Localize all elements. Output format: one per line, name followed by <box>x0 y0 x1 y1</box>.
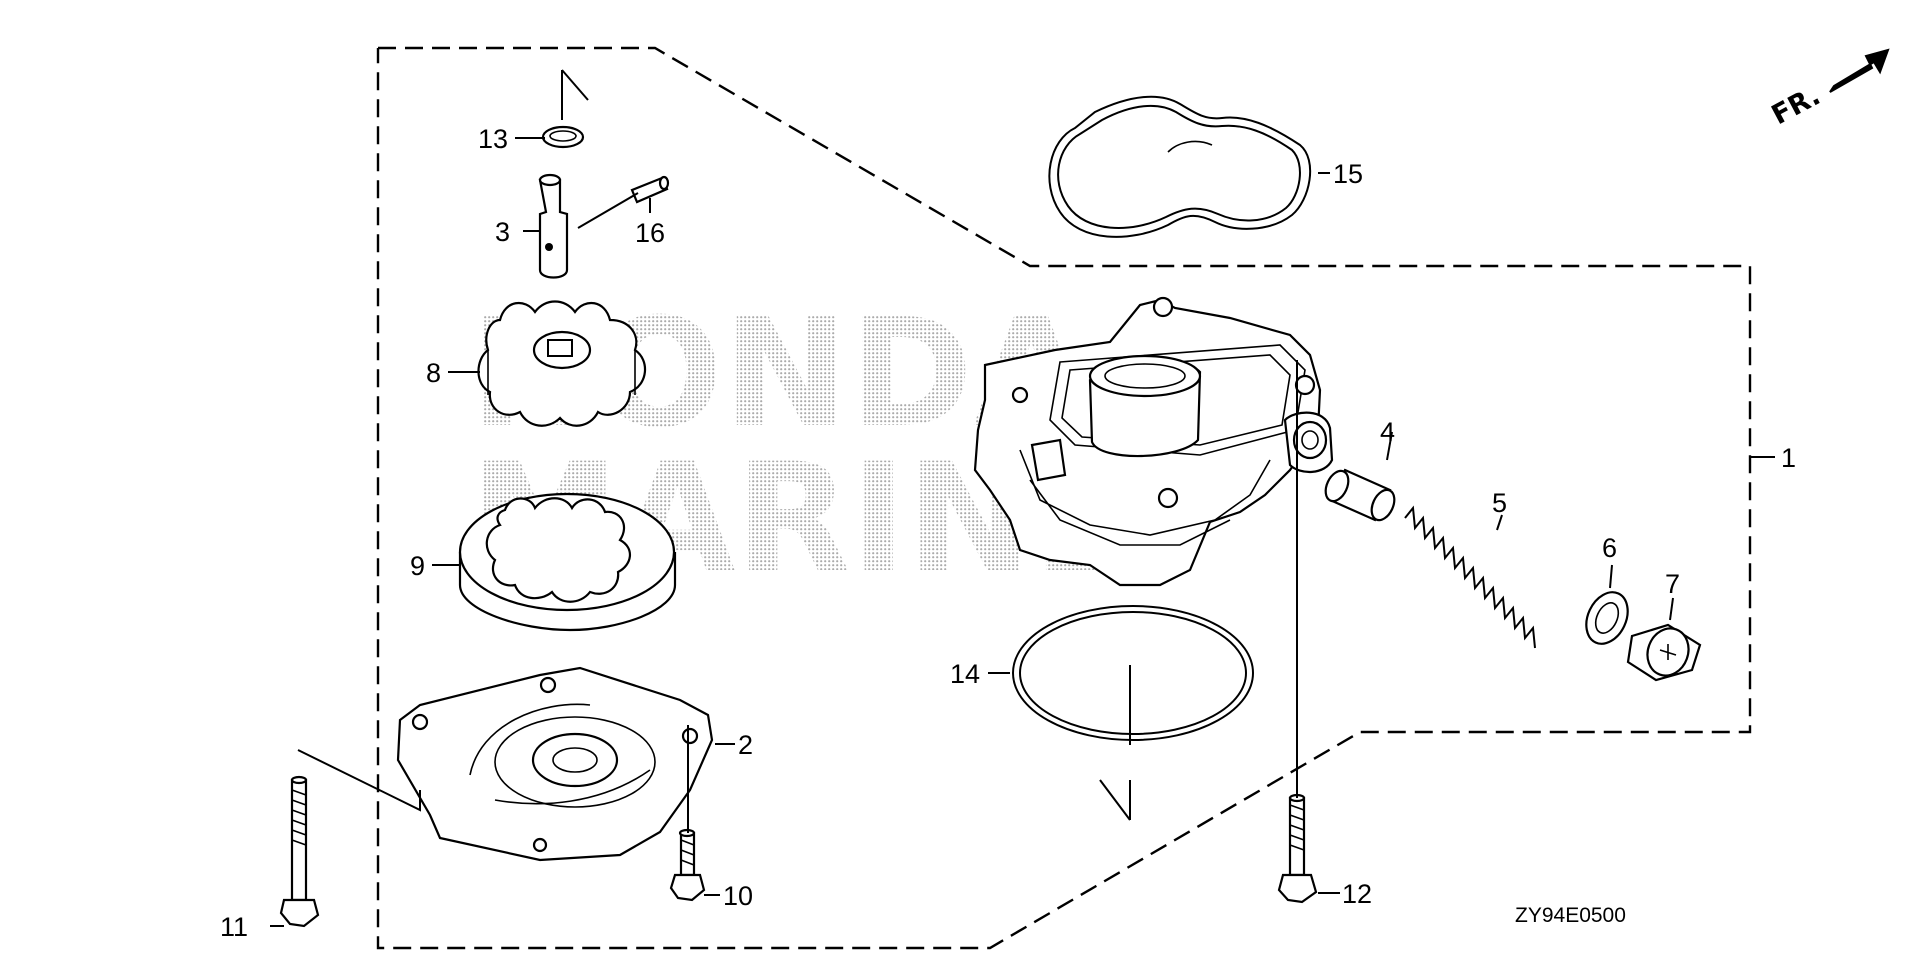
callout-10: 10 <box>723 881 753 911</box>
o-ring-14 <box>1012 605 1254 741</box>
callout-1: 1 <box>1781 443 1796 473</box>
callout-labels: 1 2 3 4 5 6 7 8 9 10 11 12 13 14 15 16 <box>220 124 1796 942</box>
direction-label: FR. <box>1767 80 1826 131</box>
callout-3: 3 <box>495 217 510 247</box>
bolt-12 <box>1277 793 1318 904</box>
callout-2: 2 <box>738 730 753 760</box>
callout-4: 4 <box>1380 417 1395 447</box>
callout-15: 15 <box>1333 159 1363 189</box>
front-direction-indicator: FR. <box>1767 48 1890 131</box>
spring-5 <box>1404 505 1536 649</box>
o-ring-13 <box>541 125 585 149</box>
callout-8: 8 <box>426 358 441 388</box>
relief-valve-4 <box>1324 468 1396 522</box>
callout-13: 13 <box>478 124 508 154</box>
washer-6 <box>1585 591 1629 645</box>
callout-6: 6 <box>1602 533 1617 563</box>
pump-cover-2 <box>396 666 714 862</box>
plug-7 <box>1626 623 1702 682</box>
callout-11: 11 <box>220 912 248 942</box>
assembly-boundary <box>376 46 1752 950</box>
diagram-code: ZY94E0500 <box>1515 904 1626 927</box>
front-arrow-icon <box>1829 48 1890 93</box>
pin-16 <box>630 175 670 204</box>
callout-12: 12 <box>1342 879 1372 909</box>
callout-9: 9 <box>410 551 425 581</box>
bolt-10 <box>669 828 706 902</box>
gasket-15 <box>1048 95 1312 238</box>
callout-7: 7 <box>1665 569 1680 599</box>
leader-lines <box>270 69 1775 927</box>
shaft-3 <box>538 173 569 279</box>
callout-16: 16 <box>635 218 665 248</box>
callout-5: 5 <box>1492 488 1507 518</box>
callout-14: 14 <box>950 659 980 689</box>
inner-rotor-8 <box>477 300 646 427</box>
outer-rotor-9 <box>458 492 677 632</box>
pump-body-1 <box>973 296 1334 587</box>
bolt-11 <box>279 775 320 928</box>
